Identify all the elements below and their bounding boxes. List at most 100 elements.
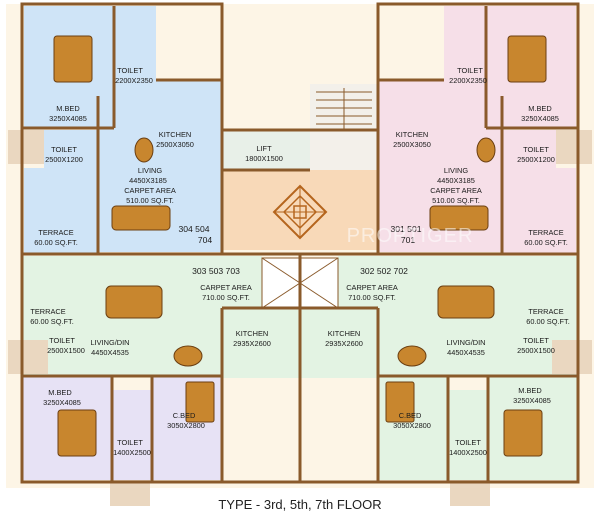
tl-living-name: LIVING — [138, 166, 162, 175]
tl-toilet-side-name: TOILET — [51, 145, 77, 154]
tr-toilet-floor — [444, 6, 486, 96]
tr-mbed-bed — [507, 35, 547, 83]
tl-living-floor — [98, 96, 222, 222]
br-mbed-bed — [503, 409, 543, 457]
tl-mbed-bed — [53, 35, 93, 83]
tl-toilet-side-floor — [44, 130, 98, 168]
tr-mbed-name: M.BED — [528, 104, 551, 113]
br-toilet-bottom-name: TOILET — [455, 438, 481, 447]
br-toilet-bottom-dims: 1400X2500 — [449, 448, 487, 457]
lobby-floor-motif — [272, 184, 328, 240]
tl-toilet-top-name: TOILET — [117, 66, 143, 75]
tl-toilet-floor — [114, 6, 156, 96]
bl-mbed-bed — [57, 409, 97, 457]
bl-toilet-bottom-name: TOILET — [117, 438, 143, 447]
lift-dims: 1800X1500 — [245, 154, 283, 163]
tr-unit-number-b: 701 — [401, 235, 416, 245]
br-mbed-dims: 3250X4085 — [513, 396, 551, 405]
tl-mbed-name: M.BED — [56, 104, 79, 113]
br-terrace-dims: 60.00 SQ.FT. — [526, 317, 570, 326]
staircase-treads — [316, 88, 372, 130]
tl-unit-number-a: 304 504 — [178, 224, 209, 234]
lift-name: LIFT — [256, 144, 272, 153]
tr-sofa — [429, 205, 489, 231]
br-living-name: LIVING/DIN — [446, 338, 485, 347]
br-duct — [552, 340, 592, 374]
tl-carpet-name: CARPET AREA — [124, 186, 176, 195]
tr-living-dims: 4450X3185 — [437, 176, 475, 185]
br-sofa — [437, 285, 495, 319]
br-kitchen-dims: 2935X2600 — [325, 339, 363, 348]
bl-duct — [8, 340, 48, 374]
unit-top-left — [8, 6, 222, 254]
tr-carpet-name: CARPET AREA — [430, 186, 482, 195]
tr-terrace-floor — [502, 168, 576, 254]
br-carpet-name: CARPET AREA — [346, 283, 398, 292]
unit-top-right — [378, 6, 592, 254]
tl-living-dims: 4450X3185 — [129, 176, 167, 185]
bl-dining-table — [173, 345, 203, 367]
watermark: PROPTIGER — [347, 225, 474, 247]
tl-unit-number-b: 704 — [198, 235, 213, 245]
walls — [20, 2, 580, 484]
tl-carpet-dims: 510.00 SQ.FT. — [126, 196, 174, 205]
tl-kitchen-name: KITCHEN — [159, 130, 191, 139]
bl-kitchen-dims: 2935X2600 — [233, 339, 271, 348]
tl-terrace-floor — [24, 168, 98, 254]
bl-carpet-dims: 710.00 SQ.FT. — [202, 293, 250, 302]
bl-cbed-bed — [185, 381, 215, 423]
furniture — [53, 35, 547, 457]
tl-sofa — [111, 205, 171, 231]
br-toilet-side-name: TOILET — [523, 336, 549, 345]
br-dining-table — [397, 345, 427, 367]
br-kitchen-name: KITCHEN — [328, 329, 360, 338]
bl-mbed-name: M.BED — [48, 388, 71, 397]
bl-sofa — [105, 285, 163, 319]
tl-toilet-top-dims: 2200X2350 — [115, 76, 153, 85]
tr-toilet-top-name: TOILET — [457, 66, 483, 75]
tr-toilet-top-dims: 2200X2350 — [449, 76, 487, 85]
tr-kitchen-dims: 2500X3050 — [393, 140, 431, 149]
bl-toilet-side-dims: 2500X1500 — [47, 346, 85, 355]
bl-bottom-duct — [110, 480, 150, 506]
tr-terrace-dims: 60.00 SQ.FT. — [524, 238, 568, 247]
tr-duct — [552, 130, 592, 164]
br-unit-number: 302 502 702 — [360, 266, 408, 276]
tr-living-name: LIVING — [444, 166, 468, 175]
br-carpet-dims: 710.00 SQ.FT. — [348, 293, 396, 302]
tl-dining-table — [134, 137, 154, 163]
bl-terrace-name: TERRACE — [30, 307, 65, 316]
br-bottom-duct — [450, 480, 490, 506]
tr-unit-number-a: 301 501 — [390, 224, 421, 234]
tr-toilet-side-floor — [502, 130, 556, 168]
bl-living-dims: 4450X4535 — [91, 348, 129, 357]
tl-kitchen-dims: 2500X3050 — [156, 140, 194, 149]
floor-type-caption: TYPE - 3rd, 5th, 7th FLOOR — [218, 497, 381, 512]
tr-terrace-name: TERRACE — [528, 228, 563, 237]
tl-terrace-dims: 60.00 SQ.FT. — [34, 238, 78, 247]
bl-living-name: LIVING/DIN — [90, 338, 129, 347]
bl-toilet-floor — [112, 390, 152, 480]
bl-kitchen-name: KITCHEN — [236, 329, 268, 338]
br-cbed-name: C.BED — [399, 411, 422, 420]
br-kitchen-floor — [300, 308, 378, 378]
tr-carpet-dims: 510.00 SQ.FT. — [432, 196, 480, 205]
br-toilet-floor — [448, 390, 488, 480]
tr-dining-table — [476, 137, 496, 163]
bl-mbed-dims: 3250X4085 — [43, 398, 81, 407]
tr-kitchen-name: KITCHEN — [396, 130, 428, 139]
central-core — [222, 84, 378, 309]
br-toilet-side-dims: 2500X1500 — [517, 346, 555, 355]
tr-toilet-side-name: TOILET — [523, 145, 549, 154]
tr-toilet-side-dims: 2500X1200 — [517, 155, 555, 164]
bl-unit-number: 303 503 703 — [192, 266, 240, 276]
tl-terrace-name: TERRACE — [38, 228, 73, 237]
bl-toilet-bottom-dims: 1400X2500 — [113, 448, 151, 457]
br-mbed-name: M.BED — [518, 386, 541, 395]
br-terrace-name: TERRACE — [528, 307, 563, 316]
bl-cbed-name: C.BED — [173, 411, 196, 420]
tl-mbed-dims: 3250X4085 — [49, 114, 87, 123]
bl-toilet-side-name: TOILET — [49, 336, 75, 345]
bl-kitchen-floor — [222, 308, 300, 378]
